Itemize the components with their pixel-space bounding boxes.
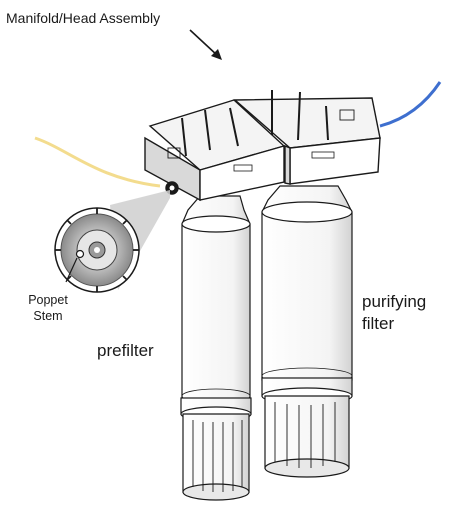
left-water-tube [34,136,161,188]
prefilter-label: prefilter [97,341,154,360]
purifying-filter-label: purifying filter [362,291,426,335]
purifying-label-line2: filter [362,314,395,333]
arrow-down-right-icon [189,29,222,60]
manifold-head-assembly [144,90,381,202]
prefilter-cartridge [180,195,252,501]
poppet-stem-label: Poppet Stem [20,292,76,324]
title-label: Manifold/Head Assembly [6,10,161,26]
right-water-tube [379,81,442,128]
poppet-label-line2: Stem [33,309,63,323]
poppet-label-line1: Poppet [28,293,68,307]
purifying-filter [261,185,353,478]
purifying-label-line1: purifying [362,292,427,311]
poppet-detail-icon [54,207,140,293]
